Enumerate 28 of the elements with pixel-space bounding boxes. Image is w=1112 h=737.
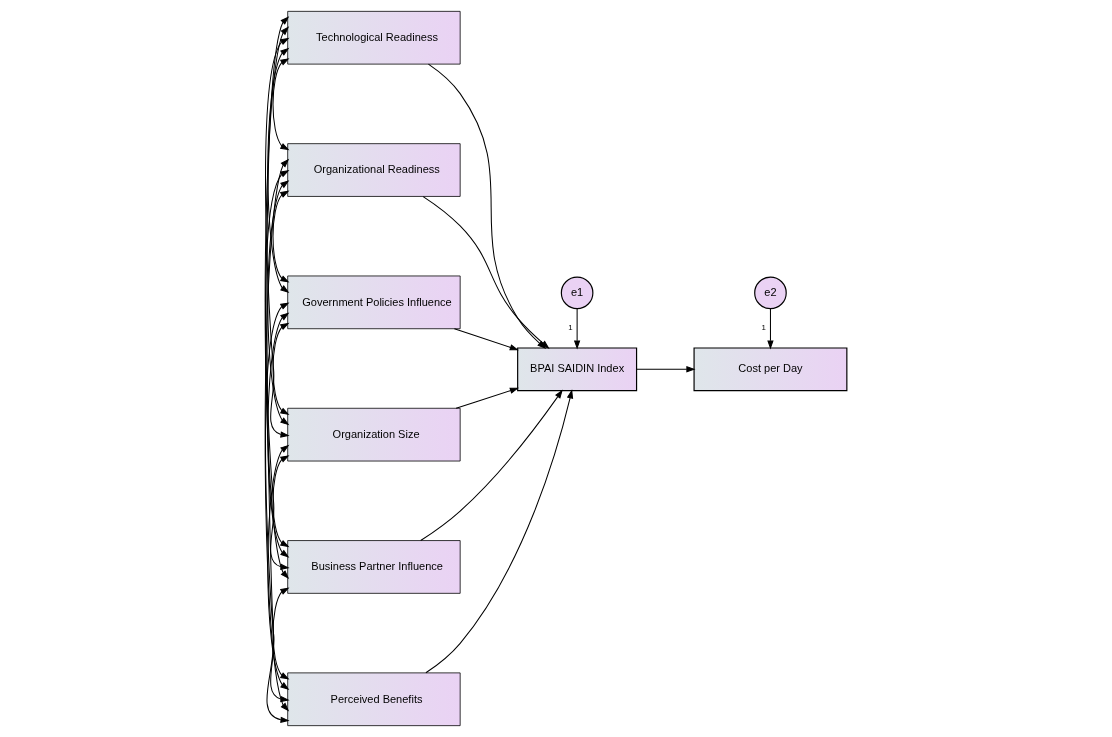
arrow bbox=[636, 366, 696, 373]
arrow bbox=[265, 37, 290, 438]
arrow bbox=[264, 158, 290, 712]
edge-label: 1 bbox=[568, 323, 573, 333]
arrow bbox=[272, 587, 290, 680]
arrow bbox=[266, 16, 290, 723]
arrow bbox=[265, 302, 290, 703]
arrow bbox=[573, 308, 581, 350]
arrow bbox=[272, 322, 290, 415]
node-circle: e1 bbox=[560, 276, 594, 310]
arrow bbox=[272, 190, 290, 283]
arrow bbox=[264, 26, 290, 580]
node-box: BPAI SAIDIN Index bbox=[517, 347, 638, 392]
arrow bbox=[267, 312, 290, 558]
arrow bbox=[455, 387, 519, 409]
arrow bbox=[272, 455, 290, 548]
arrow bbox=[272, 58, 290, 151]
arrow bbox=[453, 328, 519, 351]
node-box: Cost per Day bbox=[693, 347, 848, 392]
arrow bbox=[267, 180, 290, 426]
arrow bbox=[267, 444, 290, 690]
arrow bbox=[267, 47, 290, 293]
arrow bbox=[420, 389, 563, 541]
edge-label: 1 bbox=[761, 323, 766, 333]
arrow bbox=[767, 308, 774, 350]
arrow bbox=[265, 170, 290, 570]
node-circle: e2 bbox=[754, 276, 787, 310]
arrow bbox=[425, 389, 574, 674]
